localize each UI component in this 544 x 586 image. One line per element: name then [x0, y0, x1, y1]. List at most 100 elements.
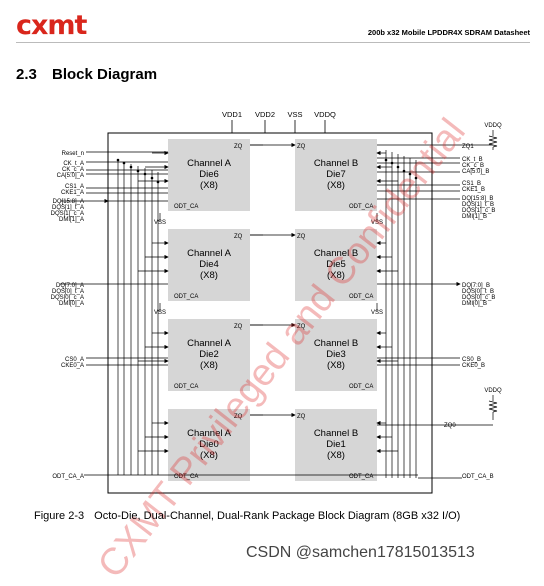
pin-vddq-top: VDDQ: [484, 123, 502, 129]
die-box: [295, 409, 377, 481]
vss-label: VSS: [154, 220, 166, 226]
section-title: Block Diagram: [52, 66, 158, 83]
die-odt-label: ODT_CA: [349, 384, 373, 390]
junction-dot: [143, 172, 147, 176]
die-name-label: Die4: [199, 259, 219, 270]
die-box: [168, 139, 250, 211]
die-channel-label: Channel A: [187, 158, 232, 169]
die-width-label: (X8): [327, 180, 345, 191]
die-zq-label: ZQ: [297, 234, 306, 240]
pin-cs1-b: CS1_B: [462, 181, 481, 187]
pin-cs0-a: CKE0_A: [61, 363, 84, 369]
die-channel-label: Channel A: [187, 248, 232, 259]
pin-zq0: ZQ0: [444, 423, 456, 429]
junction-dot: [414, 176, 418, 180]
die-zq-label: ZQ: [297, 414, 306, 420]
header-divider: [16, 42, 530, 43]
die-name-label: Die0: [199, 439, 219, 450]
die-zq-label: ZQ: [234, 234, 243, 240]
vss-label: VSS: [371, 220, 383, 226]
die-box: [295, 139, 377, 211]
section-number: 2.3: [16, 66, 37, 83]
die-odt-label: ODT_CA: [174, 294, 198, 300]
pin-dq-upper-b: DQS[1]_t_B: [462, 202, 494, 208]
die-box: [168, 319, 250, 391]
pin-dq-upper-a: DQS[1]_c_A: [51, 211, 84, 217]
die-odt-label: ODT_CA: [349, 294, 373, 300]
junction-dots: [116, 158, 418, 184]
pin-cs1-a: CKE1_A: [61, 190, 84, 196]
supply-label: VDDQ: [314, 110, 336, 119]
die-odt-label: ODT_CA: [174, 204, 198, 210]
die-zq-label: ZQ: [234, 414, 243, 420]
junction-dot: [402, 169, 406, 173]
pin-cs1-a: CS1_A: [65, 184, 84, 190]
die-box: [168, 409, 250, 481]
die-channel-label: Channel B: [314, 338, 358, 349]
pin-ctrl-b: CA[5:0]_B: [462, 169, 489, 175]
junction-dot: [116, 158, 120, 162]
pin-odt-a: ODT_CA_A: [52, 474, 84, 480]
junction-dot: [136, 169, 140, 173]
supply-label: VSS: [287, 110, 302, 119]
die-odt-label: ODT_CA: [174, 474, 198, 480]
die-name-label: Die6: [199, 169, 219, 180]
pin-dq-lower-b: DQ[7:0]_B: [462, 283, 490, 289]
supply-labels: VDD1 VDD2 VSS VDDQ: [222, 110, 336, 119]
supply-label: VDD2: [255, 110, 275, 119]
die-odt-label: ODT_CA: [349, 474, 373, 480]
figure-number: Figure 2-3: [34, 510, 85, 522]
pin-ctrl-b: CK_c_B: [462, 163, 484, 169]
vss-label: VSS: [154, 310, 166, 316]
supply-lines: [231, 120, 326, 133]
supply-label: VDD1: [222, 110, 242, 119]
die-channel-label: Channel B: [314, 248, 358, 259]
pin-dq-upper-a: DMI[1]_A: [59, 217, 84, 223]
junction-dot: [156, 180, 160, 184]
die-box: [295, 319, 377, 391]
pin-dq-lower-a: DQS[0]_c_A: [51, 295, 84, 301]
junction-dot: [396, 165, 400, 169]
document-title: 200b x32 Mobile LPDDR4X SDRAM Datasheet: [367, 28, 530, 37]
pin-dq-upper-a: DQS[1]_t_A: [52, 205, 84, 211]
die-channel-label: Channel B: [314, 158, 358, 169]
pin-dq-lower-a: DQS[0]_t_A: [52, 289, 84, 295]
pin-dq-lower-a: DMI[0]_A: [59, 301, 84, 307]
pin-cs0-b: CS0_B: [462, 357, 481, 363]
die-width-label: (X8): [200, 180, 218, 191]
pin-dq-upper-b: DMI[1]_B: [462, 214, 487, 220]
die-box: [295, 229, 377, 301]
pin-dq-upper-a: DQ[15:8]_A: [53, 199, 84, 205]
company-logo: cxmt: [16, 10, 87, 41]
die-channel-label: Channel A: [187, 428, 232, 439]
pin-dq-lower-a: DQ[7:0]_A: [56, 283, 84, 289]
junction-dot: [129, 165, 133, 169]
die-width-label: (X8): [200, 450, 218, 461]
pin-dq-lower-b: DQS[0]_t_B: [462, 289, 494, 295]
right-pin-labels: ZQ1CK_t_BCK_c_BCA[5:0]_BCS1_BCKE1_BDQ[15…: [444, 123, 502, 480]
junction-dot: [150, 176, 154, 180]
package-outline: [107, 132, 433, 494]
pin-dq-lower-b: DQS[0]_c_B: [462, 295, 495, 301]
left-pin-labels: VSSVSSVSSVSSReset_nCK_t_ACK_c_ACA[5:0]_A…: [51, 151, 383, 480]
zq-resistor-top: [488, 130, 498, 150]
die-width-label: (X8): [327, 270, 345, 281]
pin-odt-b: ODT_CA_B: [462, 474, 494, 480]
pin-zq1: ZQ1: [462, 144, 474, 150]
pin-ctrl-a: CK_c_A: [62, 167, 84, 173]
section-heading: 2.3 Block Diagram: [16, 66, 157, 83]
junction-dot: [122, 161, 126, 165]
die-name-label: Die2: [199, 349, 219, 360]
die-name-label: Die5: [326, 259, 346, 270]
pin-dq-upper-b: DQS[1]_c_B: [462, 208, 495, 214]
die-name-label: Die3: [326, 349, 346, 360]
wiring: [60, 142, 493, 479]
junction-dot: [408, 172, 412, 176]
pin-ctrl-a: CK_t_A: [63, 161, 84, 167]
